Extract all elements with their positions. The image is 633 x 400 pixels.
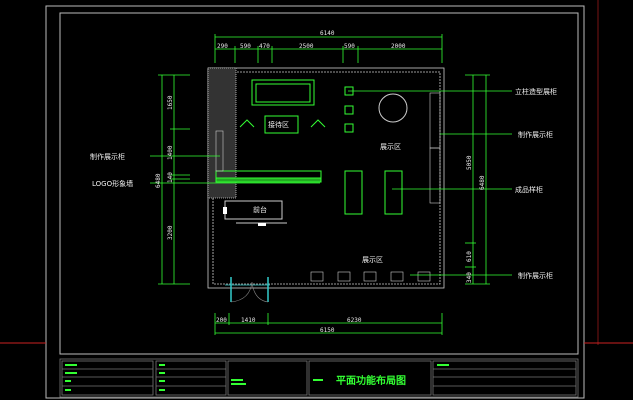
dim-right-seg: 610	[466, 251, 473, 262]
title-block	[59, 358, 579, 398]
dim-top-seg: 290	[217, 43, 228, 50]
callout-display-cabinet-bottom: 制作展示柜	[518, 271, 553, 280]
desk-chair	[223, 207, 227, 214]
door	[230, 277, 269, 302]
dim-right-total: 6480	[479, 175, 486, 190]
callout-lines	[150, 90, 512, 276]
dim-top-seg: 2000	[391, 43, 406, 50]
drawing-title: 平面功能布局图	[336, 374, 406, 387]
dim-left-seg: 140	[167, 172, 174, 183]
dim-left-seg: 1650	[167, 95, 174, 110]
callout-display-cabinet-left: 制作展示柜	[90, 152, 125, 161]
dim-top-total: 6140	[320, 30, 335, 37]
furniture	[215, 79, 408, 224]
dims-right: 5050 610 340 6480	[466, 155, 486, 283]
callout-sample-cabinet: 成品样柜	[515, 185, 543, 194]
title-block-marks	[65, 364, 449, 391]
dim-left-total: 6480	[155, 173, 162, 188]
room-label-display-upper: 展示区	[380, 143, 401, 151]
dim-right-seg: 340	[466, 272, 473, 283]
dim-top-seg: 2500	[299, 43, 314, 50]
outer-frame	[45, 5, 585, 399]
dim-right-seg: 5050	[466, 155, 473, 170]
dims-left: 1650 1400 140 3200 6480	[155, 95, 174, 240]
dimension-lines	[158, 34, 490, 335]
room-label-front-desk: 前台	[253, 205, 267, 214]
dim-left-seg: 3200	[167, 225, 174, 240]
dim-bottom-seg: 1410	[241, 317, 256, 324]
room-label-display-lower: 展示区	[362, 256, 383, 264]
dim-bottom-seg: 200	[216, 317, 227, 324]
display-cabinets	[215, 92, 441, 282]
door-swing	[230, 281, 269, 303]
desk-drawer	[258, 223, 266, 226]
callout-logo-wall: LOGO形象墙	[92, 179, 133, 188]
room-label-reception: 接待区	[268, 120, 289, 129]
drawing-border	[59, 12, 579, 355]
callout-display-cabinet-right: 制作展示柜	[518, 130, 553, 139]
walls	[207, 67, 445, 289]
dim-top-seg: 470	[259, 43, 270, 50]
callout-pillar-cabinet: 立柱造型展柜	[515, 87, 557, 96]
dim-left-seg: 1400	[167, 145, 174, 160]
dim-top-seg: 590	[240, 43, 251, 50]
dim-bottom-seg: 6230	[347, 317, 362, 324]
dim-top-seg: 590	[344, 43, 355, 50]
dim-bottom-total: 6150	[320, 327, 335, 334]
